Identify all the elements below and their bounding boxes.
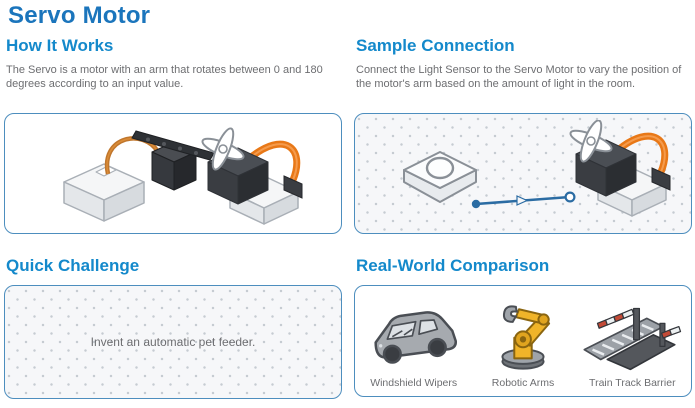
servo-cable-right-highlight <box>249 142 298 181</box>
how-it-works-description: The Servo is a motor with an arm that ro… <box>6 64 323 90</box>
servo-with-propeller <box>201 126 303 225</box>
cable-connector <box>651 166 671 191</box>
section-heading-sample-connection: Sample Connection <box>356 36 515 55</box>
sample-connection-description: Connect the Light Sensor to the Servo Mo… <box>356 64 682 90</box>
real-world-item-robotic-arms: Robotic Arms <box>468 292 577 389</box>
white-propeller <box>569 119 613 163</box>
connection-start-dot <box>471 199 481 208</box>
real-world-item-train-track-barrier: Train Track Barrier <box>578 292 687 389</box>
page-title: Servo Motor <box>8 2 151 29</box>
gray-servo-motor <box>575 139 637 196</box>
brain-box <box>63 162 145 222</box>
robot-arm-icon <box>501 305 551 370</box>
real-world-label: Train Track Barrier <box>589 377 676 389</box>
quick-challenge-panel: Invent an automatic pet feeder. <box>4 285 342 399</box>
how-it-works-panel <box>4 113 342 234</box>
servo-motor-assemblies-illustration-icon <box>63 126 303 225</box>
connection-end-ring <box>564 190 576 202</box>
connection-line <box>471 190 576 208</box>
real-world-label: Robotic Arms <box>491 377 555 389</box>
car-icon <box>374 311 457 364</box>
real-world-comparison-panel: Windshield Wipers Robotic Arms <box>354 285 692 397</box>
section-heading-real-world-comparison: Real-World Comparison <box>356 256 550 275</box>
servo-cable-left-highlight <box>106 137 159 174</box>
section-heading-how-it-works: How It Works <box>6 36 114 55</box>
servo-cable-right-highlight <box>617 134 666 173</box>
wiper-blades <box>391 328 413 338</box>
gripper-claw <box>502 305 518 323</box>
real-world-item-windshield-wipers: Windshield Wipers <box>359 292 468 389</box>
quick-challenge-text: Invent an automatic pet feeder. <box>90 335 256 349</box>
servo-with-propeller <box>569 119 671 217</box>
light-sensor <box>403 150 477 203</box>
light-sensor-to-servo-connection-illustration-icon <box>403 119 671 217</box>
section-heading-quick-challenge: Quick Challenge <box>6 256 140 275</box>
white-propeller <box>201 126 245 171</box>
gray-servo-motor <box>207 147 269 204</box>
striped-barrier-arm <box>597 308 682 339</box>
connection-arrow <box>516 194 529 206</box>
real-world-label: Windshield Wipers <box>370 377 458 389</box>
sample-connection-panel <box>354 113 692 234</box>
cable-connector <box>283 174 303 199</box>
train-crossing-icon <box>583 307 682 371</box>
